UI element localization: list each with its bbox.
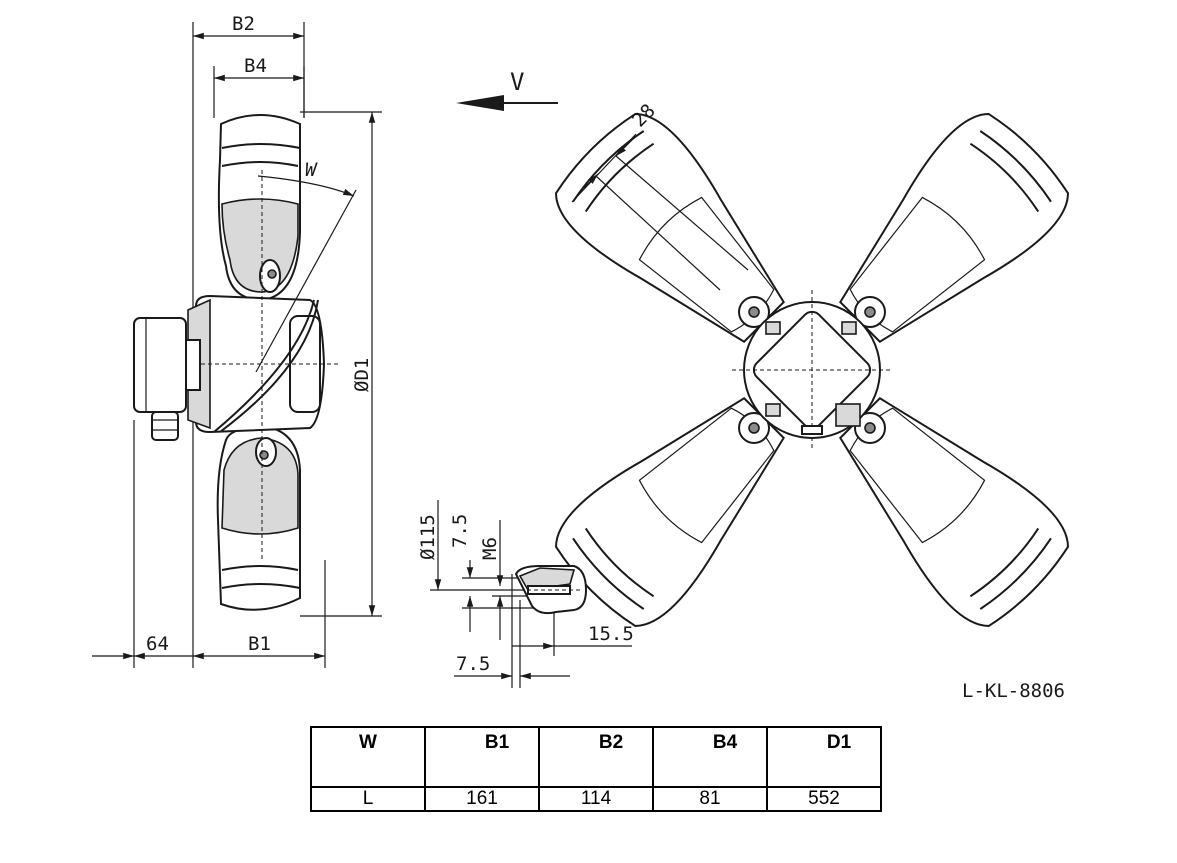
dimension-table: W B1 B2 B4 D1 L 161 114 81 552 [310, 726, 882, 812]
dim-64-label: 64 [146, 633, 169, 655]
front-view [555, 113, 1069, 627]
b4-label: B4 [244, 55, 267, 77]
dim-7-5-top-label: 7.5 [449, 514, 471, 548]
m6-label: M6 [479, 537, 501, 560]
d1-label: ØD1 [351, 358, 373, 392]
w-angle-label: W [305, 159, 318, 181]
dim-7-5-bottom-label: 7.5 [456, 653, 490, 675]
table-header-cell: W [310, 726, 426, 788]
table-cell: 161 [424, 786, 540, 812]
table-header-cell: D1 [766, 726, 882, 788]
fan-dimension-drawing: B2 B4 64 B1 ØD1 [92, 13, 1069, 688]
table-header-row: W B1 B2 B4 D1 [310, 726, 882, 788]
v-label: V [510, 68, 524, 96]
d115-label: Ø115 [417, 514, 439, 560]
b1-label: B1 [248, 633, 271, 655]
table-cell: 81 [652, 786, 768, 812]
table-header-cell: B4 [652, 726, 768, 788]
dim-15-5-label: 15.5 [588, 623, 634, 645]
table-header-cell: B1 [424, 726, 540, 788]
table-header-cell: B2 [538, 726, 654, 788]
table-cell: 552 [766, 786, 882, 812]
b2-label: B2 [232, 13, 255, 35]
table-row: L 161 114 81 552 [310, 786, 882, 812]
drawing-reference-number: L-KL-8806 [962, 680, 1065, 702]
side-view: B2 B4 64 B1 ØD1 [92, 13, 382, 668]
view-direction-arrow: V [456, 68, 558, 111]
mounting-detail: Ø115 7.5 M6 15.5 7.5 [417, 500, 634, 688]
table-cell: L [310, 786, 426, 812]
table-cell: 114 [538, 786, 654, 812]
